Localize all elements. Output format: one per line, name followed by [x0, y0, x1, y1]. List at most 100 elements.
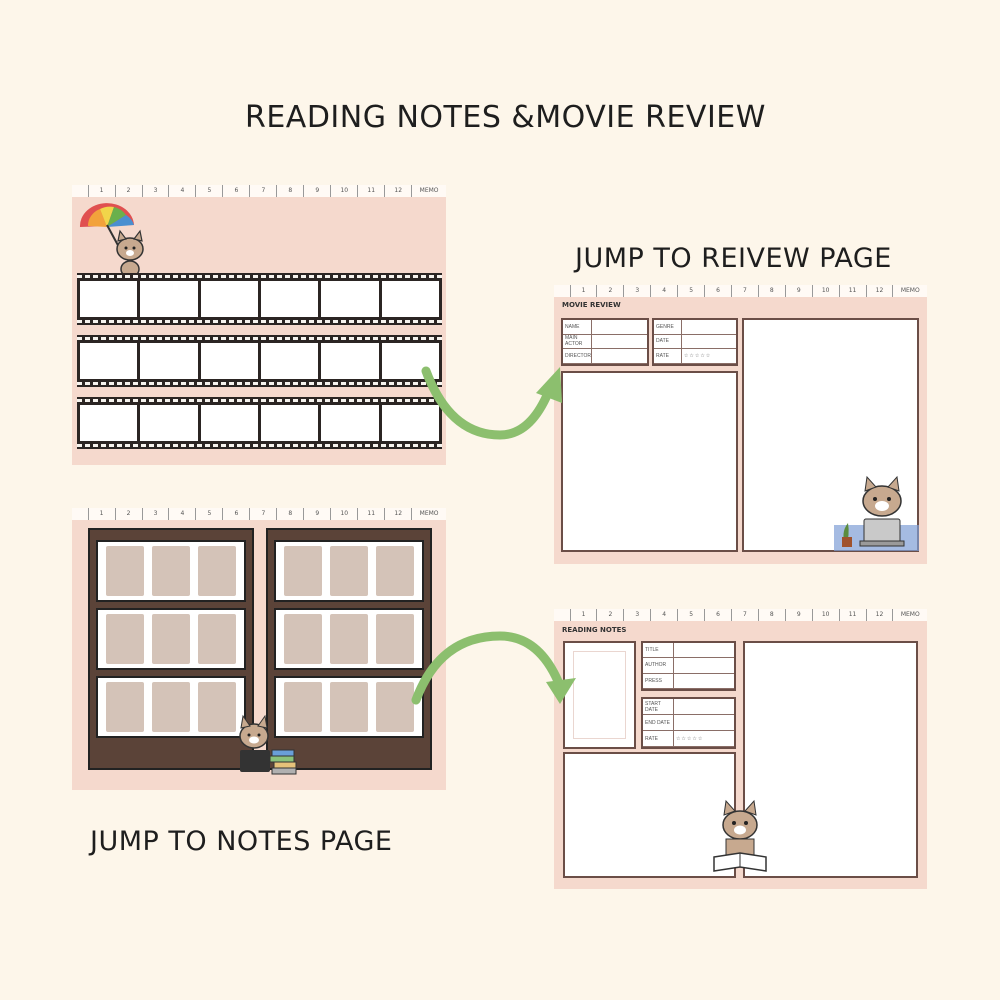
tab-11[interactable]: 11	[840, 285, 867, 297]
author-field[interactable]	[673, 658, 734, 674]
film-frame[interactable]	[321, 405, 379, 441]
book-slot[interactable]	[376, 682, 414, 732]
tab-4[interactable]: 4	[651, 285, 679, 297]
tab-6[interactable]: 6	[705, 609, 732, 621]
book-slot[interactable]	[284, 546, 322, 596]
tab-10[interactable]: 10	[813, 285, 840, 297]
genre-field[interactable]	[681, 320, 736, 335]
date-field[interactable]	[681, 335, 736, 350]
tab-memo[interactable]: MEMO	[900, 611, 920, 618]
tab-3[interactable]: 3	[143, 185, 170, 197]
tab-10[interactable]: 10	[331, 185, 359, 197]
tab-10[interactable]: 10	[331, 508, 359, 520]
tab-7[interactable]: 7	[250, 508, 278, 520]
film-frame[interactable]	[140, 405, 198, 441]
book-slot[interactable]	[330, 682, 368, 732]
book-slot[interactable]	[198, 614, 236, 664]
film-frame[interactable]	[260, 343, 319, 379]
tab-2[interactable]: 2	[597, 609, 625, 621]
tab-5[interactable]: 5	[196, 508, 224, 520]
tab-3[interactable]: 3	[624, 609, 652, 621]
tab-7[interactable]: 7	[250, 185, 278, 197]
film-frame[interactable]	[140, 281, 198, 317]
tab-9[interactable]: 9	[786, 285, 813, 297]
film-frame[interactable]	[381, 405, 439, 441]
tab-1[interactable]: 1	[571, 285, 598, 297]
start-date-field[interactable]	[673, 699, 734, 715]
tab-9[interactable]: 9	[786, 609, 813, 621]
tab-9[interactable]: 9	[304, 508, 332, 520]
title-field[interactable]	[673, 643, 734, 659]
tab-4[interactable]: 4	[169, 508, 197, 520]
film-frame[interactable]	[321, 343, 379, 379]
tab-11[interactable]: 11	[840, 609, 867, 621]
tab-4[interactable]: 4	[169, 185, 197, 197]
tab-7[interactable]: 7	[732, 609, 759, 621]
film-frame[interactable]	[200, 343, 258, 379]
tab-12[interactable]: 12	[867, 609, 894, 621]
book-slot[interactable]	[106, 546, 144, 596]
film-frame[interactable]	[200, 281, 258, 317]
main-actor-field[interactable]	[591, 335, 647, 350]
tab-5[interactable]: 5	[678, 285, 706, 297]
end-date-field[interactable]	[673, 715, 734, 731]
reading-notes-box[interactable]	[563, 752, 736, 878]
tab-11[interactable]: 11	[358, 185, 386, 197]
film-frame[interactable]	[381, 281, 439, 317]
tab-1[interactable]: 1	[571, 609, 598, 621]
film-frame[interactable]	[200, 405, 258, 441]
book-slot[interactable]	[376, 614, 414, 664]
book-slot[interactable]	[106, 682, 144, 732]
name-field[interactable]	[591, 320, 647, 335]
tab-7[interactable]: 7	[732, 285, 759, 297]
book-slot[interactable]	[376, 546, 414, 596]
tab-10[interactable]: 10	[813, 609, 840, 621]
tab-8[interactable]: 8	[759, 285, 786, 297]
film-frame[interactable]	[140, 343, 198, 379]
tab-2[interactable]: 2	[116, 185, 143, 197]
tab-12[interactable]: 12	[867, 285, 894, 297]
tab-8[interactable]: 8	[759, 609, 786, 621]
movie-notes-box[interactable]	[561, 371, 738, 552]
book-slot[interactable]	[284, 682, 322, 732]
rating-stars[interactable]: ☆☆☆☆☆	[681, 349, 736, 364]
press-field[interactable]	[673, 674, 734, 689]
tab-9[interactable]: 9	[304, 185, 332, 197]
book-slot[interactable]	[106, 614, 144, 664]
tab-memo[interactable]: MEMO	[419, 187, 439, 194]
tab-6[interactable]: 6	[223, 185, 251, 197]
tab-memo[interactable]: MEMO	[900, 287, 920, 294]
rating-stars[interactable]: ☆☆☆☆☆	[673, 731, 734, 747]
film-frame[interactable]	[80, 405, 138, 441]
film-frame[interactable]	[260, 281, 319, 317]
tab-5[interactable]: 5	[678, 609, 706, 621]
tab-5[interactable]: 5	[196, 185, 224, 197]
tab-3[interactable]: 3	[143, 508, 170, 520]
tab-12[interactable]: 12	[385, 508, 413, 520]
tab-4[interactable]: 4	[651, 609, 679, 621]
tab-6[interactable]: 6	[705, 285, 732, 297]
tab-1[interactable]: 1	[89, 185, 116, 197]
tab-8[interactable]: 8	[277, 185, 305, 197]
tab-1[interactable]: 1	[89, 508, 116, 520]
book-slot[interactable]	[330, 546, 368, 596]
book-slot[interactable]	[152, 614, 190, 664]
tab-8[interactable]: 8	[277, 508, 305, 520]
film-frame[interactable]	[80, 343, 138, 379]
tab-memo[interactable]: MEMO	[419, 510, 439, 517]
book-slot[interactable]	[198, 546, 236, 596]
book-slot[interactable]	[330, 614, 368, 664]
tab-6[interactable]: 6	[223, 508, 251, 520]
film-frame[interactable]	[321, 281, 379, 317]
book-slot[interactable]	[284, 614, 322, 664]
tab-3[interactable]: 3	[624, 285, 652, 297]
jump-to-review-link[interactable]: JUMP TO REIVEW PAGE	[575, 243, 892, 274]
tab-2[interactable]: 2	[116, 508, 143, 520]
book-slot[interactable]	[198, 682, 236, 732]
director-field[interactable]	[591, 349, 647, 364]
tab-12[interactable]: 12	[385, 185, 413, 197]
film-frame[interactable]	[260, 405, 319, 441]
book-slot[interactable]	[152, 546, 190, 596]
book-slot[interactable]	[152, 682, 190, 732]
tab-2[interactable]: 2	[597, 285, 625, 297]
